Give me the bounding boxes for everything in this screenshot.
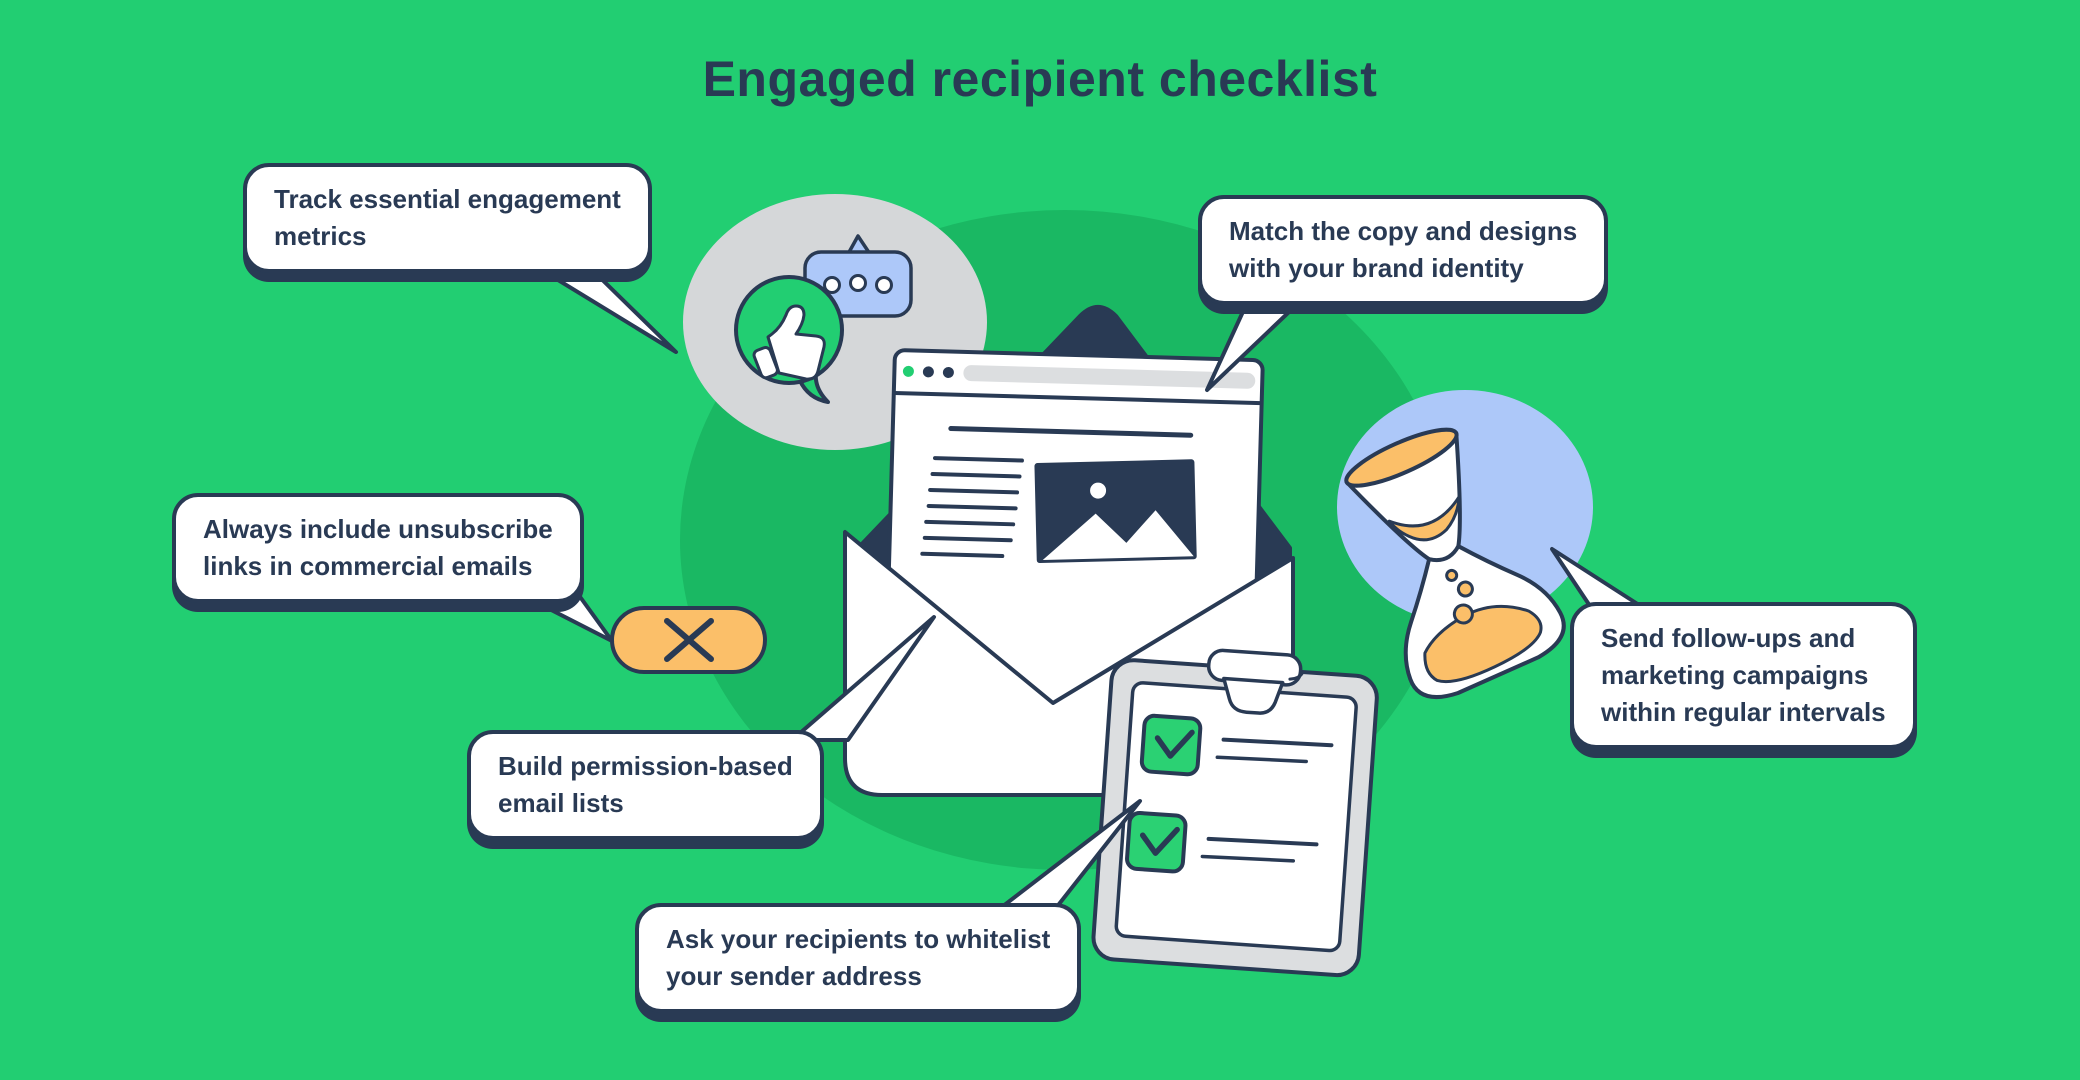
callout-permission-lists: Build permission-based email lists xyxy=(467,730,824,840)
browser-address-bar xyxy=(963,365,1256,389)
callout-followups-intervals: Send follow-ups and marketing campaigns … xyxy=(1570,602,1917,749)
email-image-placeholder xyxy=(1034,459,1197,564)
callout-whitelist-sender: Ask your recipients to whitelist your se… xyxy=(635,903,1082,1013)
email-text-lines xyxy=(920,456,1024,559)
checklist-line-group-2 xyxy=(1200,836,1319,863)
callout-match-brand: Match the copy and designs with your bra… xyxy=(1198,195,1609,305)
page-title: Engaged recipient checklist xyxy=(702,51,1378,107)
unsubscribe-x-icon xyxy=(610,606,767,674)
checklist-line-group-1 xyxy=(1215,737,1334,764)
email-heading-line xyxy=(948,426,1194,438)
callout-unsubscribe-links: Always include unsubscribe links in comm… xyxy=(172,493,584,603)
clipboard-icon xyxy=(1091,648,1379,978)
callout-tails xyxy=(518,256,1652,915)
checkbox-checked-2 xyxy=(1125,810,1188,874)
thumbs-up-icon xyxy=(734,275,844,404)
callout-track-metrics: Track essential engagement metrics xyxy=(243,163,652,273)
hourglass-icon xyxy=(1344,427,1566,699)
checkbox-checked-1 xyxy=(1139,713,1203,777)
callout-tail-permission xyxy=(790,615,936,742)
browser-traffic-dots xyxy=(902,365,954,378)
